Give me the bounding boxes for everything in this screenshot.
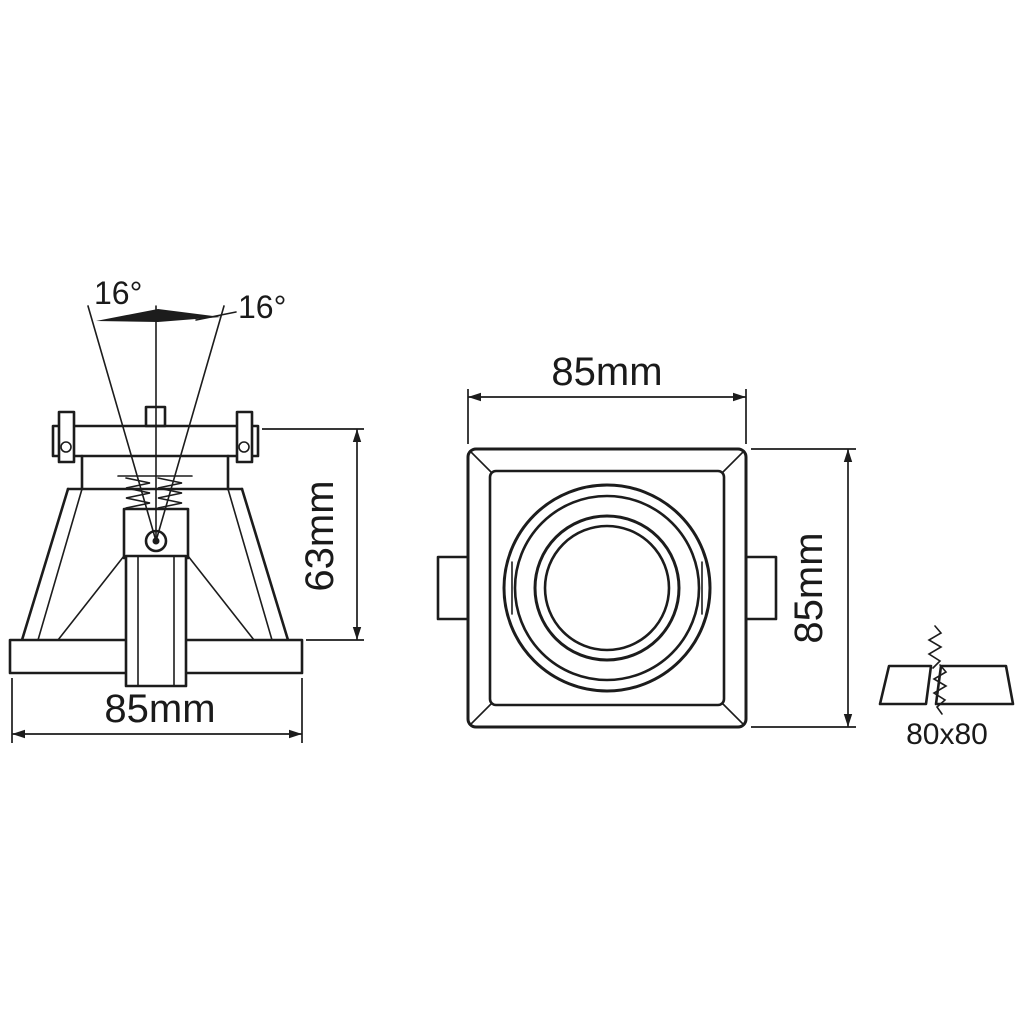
dimension-63mm: 63mm	[262, 428, 364, 641]
spring-left	[125, 477, 151, 509]
lens-ring-inner	[533, 514, 681, 662]
side-clip-right	[744, 555, 778, 621]
tilt-arc-arrows	[96, 309, 221, 322]
lamp-stem	[124, 554, 188, 688]
height-dim-label: 63mm	[298, 480, 342, 591]
angle-left-label: 16°	[94, 275, 142, 311]
front-inner-frame	[488, 469, 726, 707]
side-width-dim-label: 85mm	[104, 687, 215, 731]
angle-right-label: 16°	[238, 289, 286, 325]
side-view: 16° 16° 63mm 85mm	[8, 275, 364, 743]
ceiling-section-left	[878, 664, 933, 706]
dimension-85mm-front-height: 85mm	[751, 448, 856, 728]
front-width-dim-label: 85mm	[551, 350, 662, 394]
ceiling-section-right	[934, 664, 1015, 706]
reflector-cone-outer-left	[20, 487, 70, 642]
tab-hole-left	[60, 441, 72, 453]
mount-tab-left	[57, 410, 76, 464]
cutout-detail: 80x80	[878, 625, 1015, 751]
tilt-line-right	[155, 305, 225, 542]
dimension-85mm-side: 85mm	[11, 678, 303, 743]
lens-ring-outer-inner	[513, 494, 701, 682]
reflector-cone-outer-right	[240, 487, 290, 642]
cutout-size-label: 80x80	[906, 718, 988, 751]
front-outer-frame	[466, 447, 748, 729]
tilt-line-left	[87, 305, 157, 542]
bevel-corner-tr	[722, 450, 745, 473]
bevel-corner-br	[722, 703, 745, 726]
angle-right-leader	[195, 311, 237, 321]
lens-ring-outer	[502, 483, 712, 693]
bevel-corner-bl	[469, 703, 492, 726]
side-clip-left	[436, 555, 470, 621]
reflector-cone-inner-right	[227, 488, 273, 641]
tab-hole-right	[238, 441, 250, 453]
front-height-dim-label: 85mm	[787, 532, 831, 643]
reflector-fan-left	[57, 555, 125, 641]
dimension-85mm-front-width: 85mm	[467, 350, 747, 444]
reflector-cone-inner-left	[37, 488, 83, 641]
spring-right	[157, 477, 183, 509]
front-view: 85mm 85mm	[436, 350, 856, 729]
reflector-fan-right	[187, 555, 255, 641]
break-line-top	[927, 625, 943, 669]
mount-tab-right	[235, 410, 254, 464]
bevel-corner-tl	[469, 450, 492, 473]
break-line-bottom	[932, 664, 948, 715]
lens-circle	[543, 524, 671, 652]
